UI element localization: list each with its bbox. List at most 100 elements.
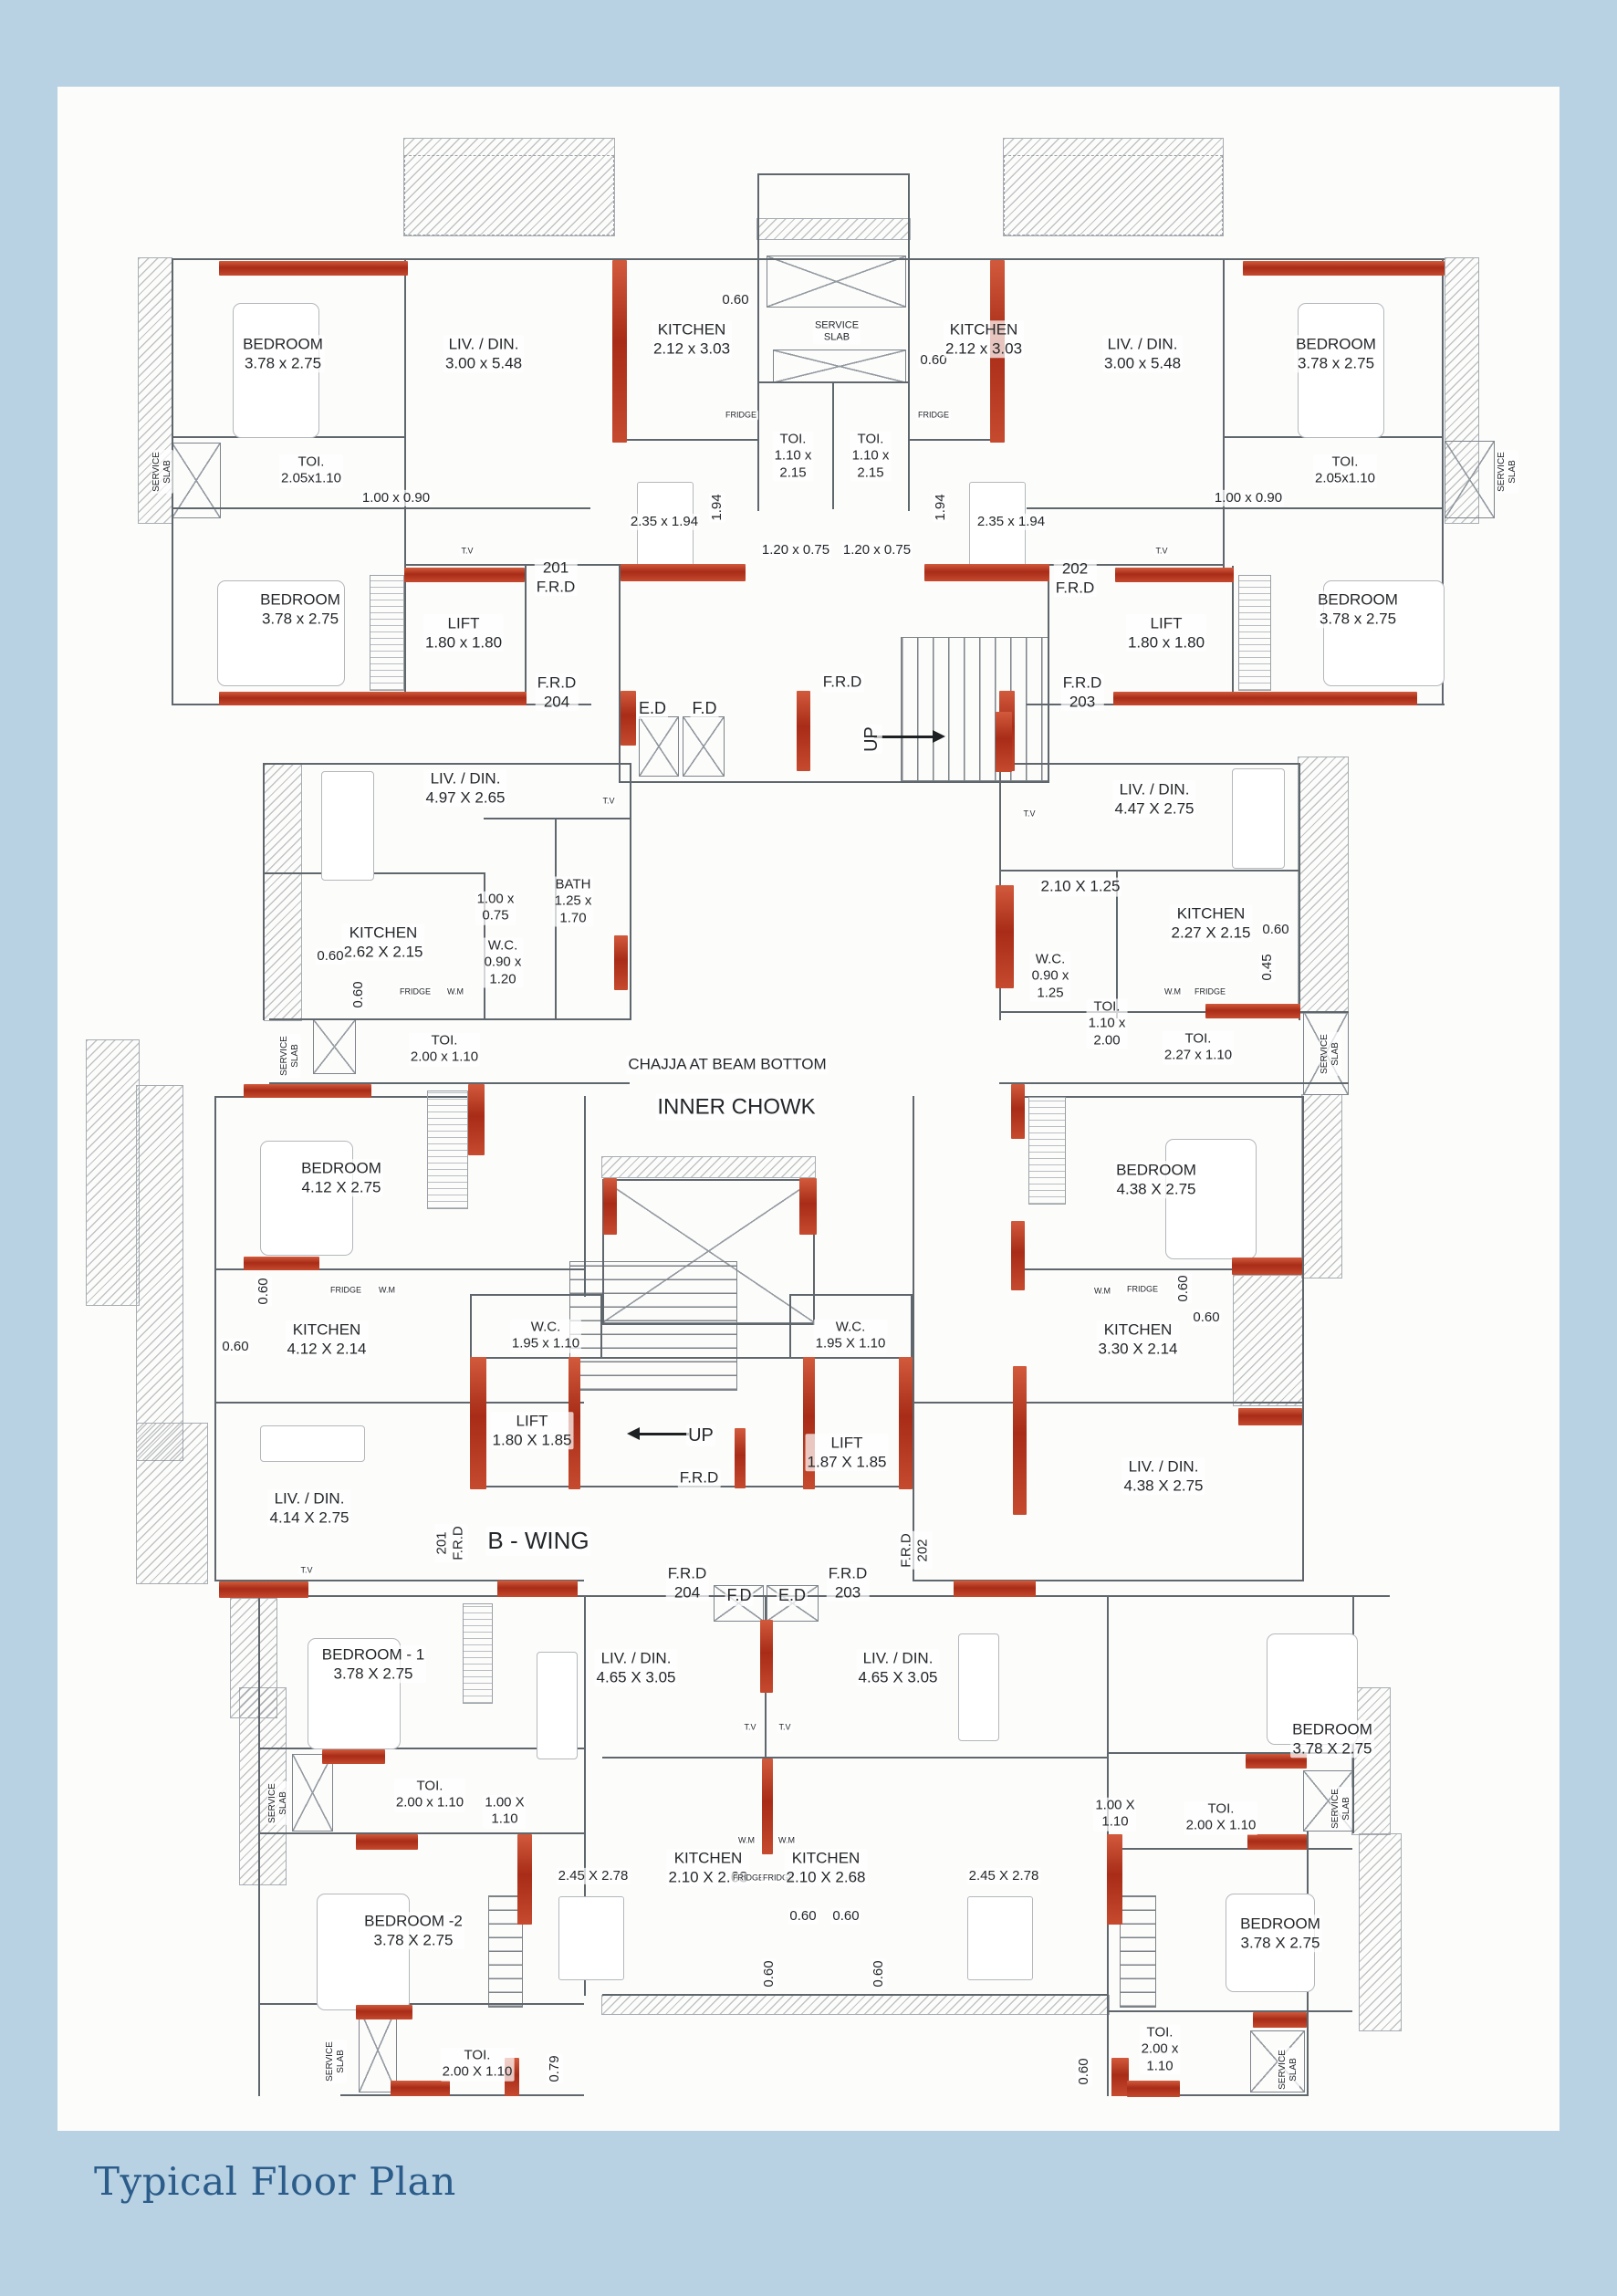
wall-line (470, 1294, 472, 1358)
plan-label: 2.45 X 2.78 (556, 1867, 631, 1885)
dining-table (558, 1896, 624, 1980)
plan-label: SERVICE SLAB (278, 1034, 302, 1078)
plan-label: KITCHEN 3.30 X 2.14 (1096, 1320, 1180, 1359)
plan-label: 0.60 (830, 1907, 861, 1926)
wardrobe (1028, 1097, 1066, 1205)
wall-line (1223, 258, 1225, 568)
plan-label: TOI. 2.05x1.10 (1313, 454, 1377, 488)
sofa (321, 771, 374, 881)
wall-line (269, 1082, 630, 1084)
wardrobe (463, 1603, 493, 1704)
wall-segment (1247, 1834, 1307, 1850)
chajja-outline (404, 155, 614, 235)
wall-segment (996, 712, 1012, 772)
plan-label: FRIDGE (730, 1873, 767, 1884)
plan-label: TOI. 1.10 x 2.00 (1086, 998, 1128, 1049)
plan-label: F.R.D 203 (826, 1564, 870, 1602)
wardrobe (1238, 575, 1271, 691)
wall-segment (219, 1581, 308, 1598)
plan-label: LIV. / DIN. 4.47 X 2.75 (1112, 780, 1196, 819)
wall-segment (517, 1834, 532, 1925)
wall-line (1442, 258, 1444, 705)
wall-line (214, 1402, 584, 1404)
wall-line (470, 1294, 602, 1296)
wall-segment (797, 691, 810, 771)
wall-line (258, 1595, 1390, 1597)
plan-label: 201 F.R.D (534, 558, 578, 597)
wall-segment (322, 1749, 385, 1764)
wall-segment (219, 261, 408, 276)
plan-label: B - WING (485, 1527, 591, 1556)
wall-segment (954, 1581, 1036, 1597)
plan-label: FRIDGE (328, 1285, 364, 1296)
wall-line (525, 566, 527, 704)
plan-label: FRIDGE (397, 986, 433, 997)
wall-line (619, 564, 621, 783)
plan-label: LIFT 1.80 x 1.80 (423, 614, 505, 652)
crossed-slab-box (292, 1754, 333, 1832)
wall-segment (1111, 2058, 1129, 2096)
wall-line (999, 763, 1300, 765)
plan-label: 1.00 x 0.75 (475, 891, 516, 925)
wall-line (757, 173, 759, 511)
wall-line (999, 1011, 1349, 1013)
wall-line (1232, 566, 1234, 704)
wall-line (913, 1402, 1302, 1404)
wall-line (600, 1294, 602, 1358)
wall-segment (899, 1357, 913, 1489)
wall-segment (569, 1357, 580, 1489)
plan-label: SERVICE SLAB (1319, 1032, 1342, 1076)
plan-label: BEDROOM 3.78 X 2.75 (1290, 1720, 1374, 1759)
wall-line (1116, 870, 1118, 1018)
plan-label: LIFT 1.80 x 1.80 (1125, 614, 1207, 652)
wall-line (584, 1096, 586, 1297)
plan-label: 0.60 (1191, 1309, 1222, 1327)
plan-label: T.V (600, 796, 617, 807)
plan-label: BEDROOM -2 3.78 X 2.75 (362, 1912, 464, 1950)
plan-label: 0.79 (546, 2053, 564, 2084)
hatch-band (1298, 757, 1349, 1014)
plan-label: F.D (690, 699, 719, 719)
wardrobe (370, 575, 404, 691)
dining-table (967, 1896, 1033, 1980)
plan-label: BEDROOM 4.12 X 2.75 (299, 1159, 383, 1197)
plan-label: BEDROOM 3.78 x 2.75 (258, 590, 342, 629)
hatch-band (230, 1598, 277, 1718)
plan-label: W.M (377, 1285, 397, 1296)
plan-label: UP (860, 725, 883, 754)
plan-label: F.R.D (677, 1468, 721, 1488)
wall-line (789, 1294, 913, 1296)
wall-line (999, 870, 1300, 871)
chajja-outline (1004, 155, 1223, 235)
crossed-slab-box (773, 350, 906, 383)
sofa (537, 1652, 578, 1759)
plan-label: F.R.D 204 (665, 1564, 709, 1602)
crossed-slab-box (683, 716, 725, 777)
plan-label: W.M (736, 1835, 756, 1846)
wall-segment (996, 885, 1014, 988)
plan-label: 0.45 (1258, 952, 1277, 983)
wall-line (602, 1994, 1107, 1996)
plan-label: BATH 1.25 x 1.70 (552, 876, 594, 927)
wall-segment (219, 692, 527, 705)
up-arrow-head (933, 730, 945, 743)
plan-label: T.V (1153, 546, 1170, 557)
plan-label: LIFT 1.80 X 1.85 (490, 1412, 574, 1450)
bed (317, 1894, 410, 2010)
hatch-band (1233, 1275, 1303, 1406)
plan-label: T.V (1021, 809, 1038, 819)
plan-label: FRIDGE (760, 1873, 797, 1884)
hatch-band (1003, 138, 1224, 236)
wall-line (263, 872, 485, 874)
wall-line (908, 173, 910, 511)
hatch-band (1351, 1687, 1391, 1835)
plan-label: 0.60 (1260, 921, 1291, 939)
plan-label: W.C. 1.95 x 1.10 (509, 1319, 582, 1353)
hatch-band (601, 1995, 1110, 2015)
plan-label: 0.60 (255, 1276, 273, 1307)
plan-label: T.V (459, 546, 475, 557)
plan-label: 0.60 (760, 1958, 778, 1989)
wall-segment (760, 1620, 773, 1693)
wall-line (263, 763, 265, 1020)
